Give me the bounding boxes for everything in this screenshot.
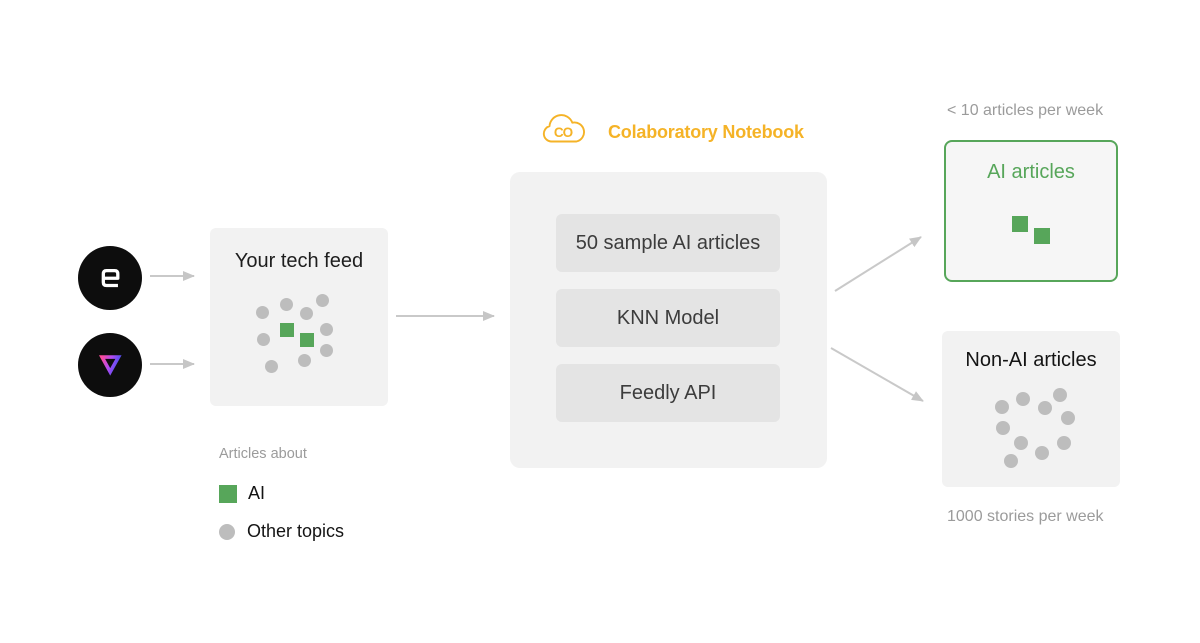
other-topic-dot (995, 400, 1009, 414)
other-topic-dot (996, 421, 1010, 435)
colab-icon-text: CO (554, 125, 573, 140)
legend-title: Articles about (219, 446, 307, 462)
gray-dot-icon (219, 523, 235, 540)
verge-logo-icon (78, 333, 142, 397)
other-topic-dot (320, 323, 333, 336)
legend-item-ai: AI (219, 483, 344, 504)
ai-articles-box: AI articles (944, 140, 1118, 282)
pipeline-step-sample-articles: 50 sample AI articles (556, 214, 780, 272)
ai-article-square (1012, 216, 1028, 232)
pipeline-box: 50 sample AI articles KNN Model Feedly A… (510, 172, 827, 468)
other-topic-dot (1035, 446, 1049, 460)
other-topic-dot (257, 333, 270, 346)
pipeline-step-knn-model: KNN Model (556, 289, 780, 347)
non-ai-articles-title: Non-AI articles (965, 349, 1097, 371)
other-topic-dot (1053, 388, 1067, 402)
green-square-icon (219, 484, 237, 503)
other-topic-dot (320, 344, 333, 357)
other-topic-dot (1004, 454, 1018, 468)
ai-article-square (280, 323, 294, 337)
other-topic-dot (300, 307, 313, 320)
verge-triangle-glyph (98, 355, 122, 376)
tech-feed-title: Your tech feed (234, 250, 364, 272)
arrow-pipeline-to-ai (834, 236, 922, 292)
tech-feed-box: Your tech feed (210, 228, 388, 406)
ai-article-square (1034, 228, 1050, 244)
other-topic-dot (280, 298, 293, 311)
other-topic-dot (1038, 401, 1052, 415)
legend-item-label: Other topics (247, 521, 345, 541)
other-topic-dot (265, 360, 278, 373)
other-topic-dot (1061, 411, 1075, 425)
ai-articles-caption: < 10 articles per week (947, 102, 1104, 119)
ai-article-square (300, 333, 314, 347)
engadget-e-glyph (101, 269, 120, 288)
arrow-pipeline-to-nonai (830, 347, 924, 402)
other-topic-dot (1016, 392, 1030, 406)
legend-item-other-topics: Other topics (219, 521, 344, 542)
non-ai-articles-box: Non-AI articles (942, 331, 1120, 487)
other-topic-dot (316, 294, 329, 307)
other-topic-dot (256, 306, 269, 319)
other-topic-dot (1057, 436, 1071, 450)
pipeline-step-feedly-api: Feedly API (556, 364, 780, 422)
legend: Articles about AI Other topics (219, 446, 344, 559)
ai-articles-title: AI articles (987, 161, 1075, 183)
other-topic-dot (1014, 436, 1028, 450)
legend-item-label: AI (248, 483, 266, 503)
engadget-logo-icon (78, 246, 142, 310)
colab-notebook-label: Colaboratory Notebook (608, 122, 804, 142)
other-topic-dot (298, 354, 311, 367)
non-ai-articles-caption: 1000 stories per week (947, 508, 1104, 525)
colab-cloud-icon: CO (542, 114, 585, 143)
